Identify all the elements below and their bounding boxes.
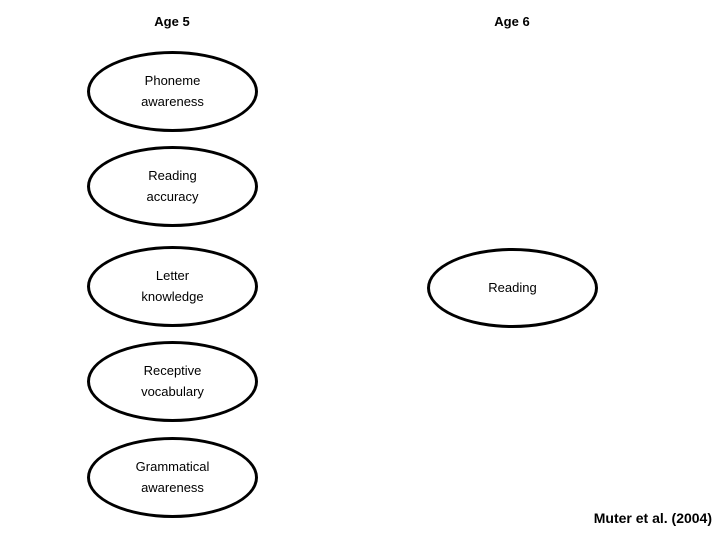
source-citation: Muter et al. (2004): [593, 510, 712, 526]
node-reading-accuracy[interactable]: Reading accuracy: [87, 146, 258, 227]
node-label-phoneme-awareness: Phoneme awareness: [141, 73, 204, 109]
node-label-grammatical-awareness: Grammatical awareness: [135, 459, 210, 495]
node-label-reading-accuracy: Reading accuracy: [146, 168, 199, 204]
node-receptive-vocabulary[interactable]: Receptive vocabulary: [87, 341, 258, 422]
node-label-reading: Reading: [488, 279, 537, 295]
column-header-age-6: Age 6: [494, 14, 530, 29]
node-reading[interactable]: Reading: [427, 248, 598, 328]
column-header-age-5: Age 5: [154, 14, 190, 29]
node-phoneme-awareness[interactable]: Phoneme awareness: [87, 51, 258, 132]
node-label-receptive-vocabulary: Receptive vocabulary: [141, 363, 204, 399]
node-grammatical-awareness[interactable]: Grammatical awareness: [87, 437, 258, 518]
node-letter-knowledge[interactable]: Letter knowledge: [87, 246, 258, 327]
node-label-letter-knowledge: Letter knowledge: [141, 268, 204, 304]
